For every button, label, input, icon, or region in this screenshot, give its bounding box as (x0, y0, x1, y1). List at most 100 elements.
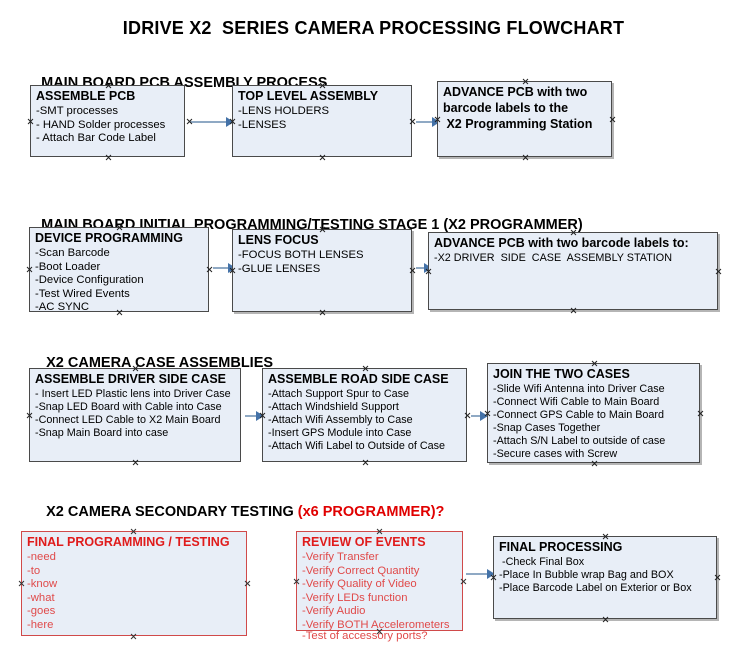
resize-handle-left[interactable] (27, 118, 34, 125)
box-assemble-pcb[interactable]: ASSEMBLE PCB -SMT processes - HAND Solde… (30, 85, 185, 157)
section-heading-x2-camera-secondary-testing: X2 CAMERA SECONDARY TESTING (x6 PROGRAMM… (30, 488, 444, 536)
resize-handle-bottom[interactable] (130, 633, 137, 640)
resize-handle-bottom[interactable] (319, 154, 326, 161)
box-line: -to (27, 564, 41, 577)
box-line: -X2 DRIVER SIDE CASE ASSEMBLY STATION (434, 252, 672, 264)
box-title: REVIEW OF EVENTS (302, 535, 426, 549)
arrowhead-icon (480, 411, 488, 421)
connector-review-of-events-to-final-processing (466, 573, 494, 575)
resize-handle-right[interactable] (714, 574, 721, 581)
box-title: ASSEMBLE DRIVER SIDE CASE (35, 372, 227, 386)
box-line: -here (27, 618, 54, 631)
resize-handle-bottom[interactable] (132, 459, 139, 466)
box-line: -FOCUS BOTH LENSES (238, 249, 364, 261)
box-line: -Snap LED Board with Cable into Case (35, 401, 222, 413)
box-title: ASSEMBLE ROAD SIDE CASE (268, 372, 449, 386)
resize-handle-top[interactable] (591, 360, 598, 367)
box-title: ADVANCE PCB with two barcode labels to: (434, 236, 689, 250)
box-title: DEVICE PROGRAMMING (35, 231, 183, 245)
box-line: -Scan Barcode (35, 247, 110, 259)
resize-handle-right[interactable] (460, 578, 467, 585)
box-line: -Check Final Box (499, 556, 585, 568)
box-line: -Insert GPS Module into Case (268, 427, 412, 439)
arrowhead-icon (256, 411, 264, 421)
resize-handle-top[interactable] (362, 365, 369, 372)
box-title: ASSEMBLE PCB (36, 89, 136, 103)
box-final-processing[interactable]: FINAL PROCESSING -Check Final Box -Place… (493, 536, 717, 619)
resize-handle-top[interactable] (602, 533, 609, 540)
resize-handle-right[interactable] (244, 580, 251, 587)
box-line: - Insert LED Plastic lens into Driver Ca… (35, 388, 231, 400)
box-assemble-driver-side-case[interactable]: ASSEMBLE DRIVER SIDE CASE - Insert LED P… (29, 368, 241, 462)
box-line: -Attach S/N Label to outside of case (493, 435, 666, 447)
box-line: -Connect LED Cable to X2 Main Board (35, 414, 221, 426)
box-line: -Snap Main Board into case (35, 427, 169, 439)
resize-handle-right[interactable] (609, 116, 616, 123)
box-title: TOP LEVEL ASSEMBLY (238, 89, 379, 103)
box-advance-pcb-to-driver-side-case-station[interactable]: ADVANCE PCB with two barcode labels to: … (428, 232, 718, 310)
box-line: -Attach Wifi Assembly to Case (268, 414, 413, 426)
box-line: -Verify LEDs function (302, 591, 408, 604)
box-line: -Snap Cases Together (493, 422, 601, 434)
box-line: -Attach Support Spur to Case (268, 388, 410, 400)
resize-handle-bottom[interactable] (591, 460, 598, 467)
resize-handle-bottom[interactable] (522, 154, 529, 161)
resize-handle-left[interactable] (26, 266, 33, 273)
resize-handle-right[interactable] (464, 412, 471, 419)
box-title: FINAL PROGRAMMING / TESTING (27, 535, 230, 549)
resize-handle-bottom[interactable] (602, 616, 609, 623)
box-line: -Secure cases with Screw (493, 448, 618, 460)
box-line: -what (27, 591, 55, 604)
box-title-line: X2 Programming Station (443, 117, 593, 131)
box-line: -Verify Audio (302, 605, 366, 618)
box-join-the-two-cases[interactable]: JOIN THE TWO CASES -Slide Wifi Antenna i… (487, 363, 700, 463)
box-line: -SMT processes (36, 105, 119, 117)
resize-handle-left[interactable] (26, 412, 33, 419)
box-title: JOIN THE TWO CASES (493, 367, 630, 381)
section-heading-text: X2 CAMERA SECONDARY TESTING (46, 504, 298, 520)
box-line: -know (27, 578, 58, 591)
box-line: -goes (27, 605, 56, 618)
resize-handle-right[interactable] (697, 410, 704, 417)
resize-handle-left[interactable] (18, 580, 25, 587)
section-heading-x2-camera-case-assemblies: X2 CAMERA CASE ASSEMBLIES (30, 339, 273, 387)
box-line: -Verify BOTH Accelerometers (302, 618, 450, 631)
box-line: -Place Barcode Label on Exterior or Box (499, 582, 692, 594)
resize-handle-right[interactable] (206, 266, 213, 273)
resize-handle-right[interactable] (409, 118, 416, 125)
resize-handle-top[interactable] (522, 78, 529, 85)
box-overflow-line: -Test of accessory ports? (302, 630, 428, 643)
box-line: -Device Configuration (35, 274, 144, 287)
box-lens-focus[interactable]: LENS FOCUS -FOCUS BOTH LENSES -GLUE LENS… (232, 229, 412, 312)
resize-handle-bottom[interactable] (105, 154, 112, 161)
box-title-line: ADVANCE PCB with two (443, 85, 588, 99)
box-top-level-assembly[interactable]: TOP LEVEL ASSEMBLY -LENS HOLDERS -LENSES (232, 85, 412, 157)
box-line: -Test Wired Events (35, 287, 130, 300)
box-line: - HAND Solder processes (36, 118, 166, 131)
resize-handle-right[interactable] (715, 268, 722, 275)
page-title: IDRIVE X2 SERIES CAMERA PROCESSING FLOWC… (122, 18, 625, 38)
resize-handle-bottom[interactable] (570, 307, 577, 314)
box-line: -Slide Wifi Antenna into Driver Case (493, 383, 665, 395)
box-line: -Attach Windshield Support (268, 401, 399, 413)
resize-handle-right[interactable] (409, 267, 416, 274)
box-line: -Boot Loader (35, 260, 101, 273)
connector-driver-case-to-road-case (245, 415, 265, 417)
connector-device-programming-to-lens-focus (213, 267, 235, 269)
box-line: -Attach Wifi Label to Outside of Case (268, 440, 446, 452)
connector-top-level-to-advance-pcb (416, 121, 438, 123)
connector-assemble-pcb-to-top-level (190, 121, 232, 123)
box-title: FINAL PROCESSING (499, 540, 623, 554)
resize-handle-bottom[interactable] (319, 309, 326, 316)
box-advance-pcb-to-x2-programming-station[interactable]: ADVANCE PCB with two barcode labels to t… (437, 81, 612, 157)
resize-handle-left[interactable] (293, 578, 300, 585)
resize-handle-bottom[interactable] (362, 459, 369, 466)
box-review-of-events[interactable]: REVIEW OF EVENTS -Verify Transfer -Verif… (293, 531, 463, 642)
box-assemble-road-side-case[interactable]: ASSEMBLE ROAD SIDE CASE -Attach Support … (262, 368, 467, 462)
box-line: -LENS HOLDERS (238, 105, 330, 117)
box-line: -Connect Wifi Cable to Main Board (493, 396, 660, 408)
box-device-programming[interactable]: DEVICE PROGRAMMING -Scan Barcode -Boot L… (26, 227, 209, 313)
box-final-programming-testing[interactable]: FINAL PROGRAMMING / TESTING -need -to -k… (21, 531, 247, 636)
box-line: -Verify Quality of Video (302, 578, 417, 591)
